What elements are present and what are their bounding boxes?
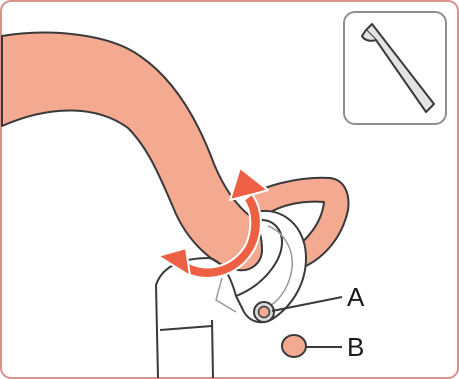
- cap-b: [282, 335, 306, 357]
- label-b: B: [347, 332, 364, 362]
- label-a: A: [347, 282, 365, 312]
- tool-inset: [344, 12, 446, 124]
- screw-a: [254, 302, 274, 322]
